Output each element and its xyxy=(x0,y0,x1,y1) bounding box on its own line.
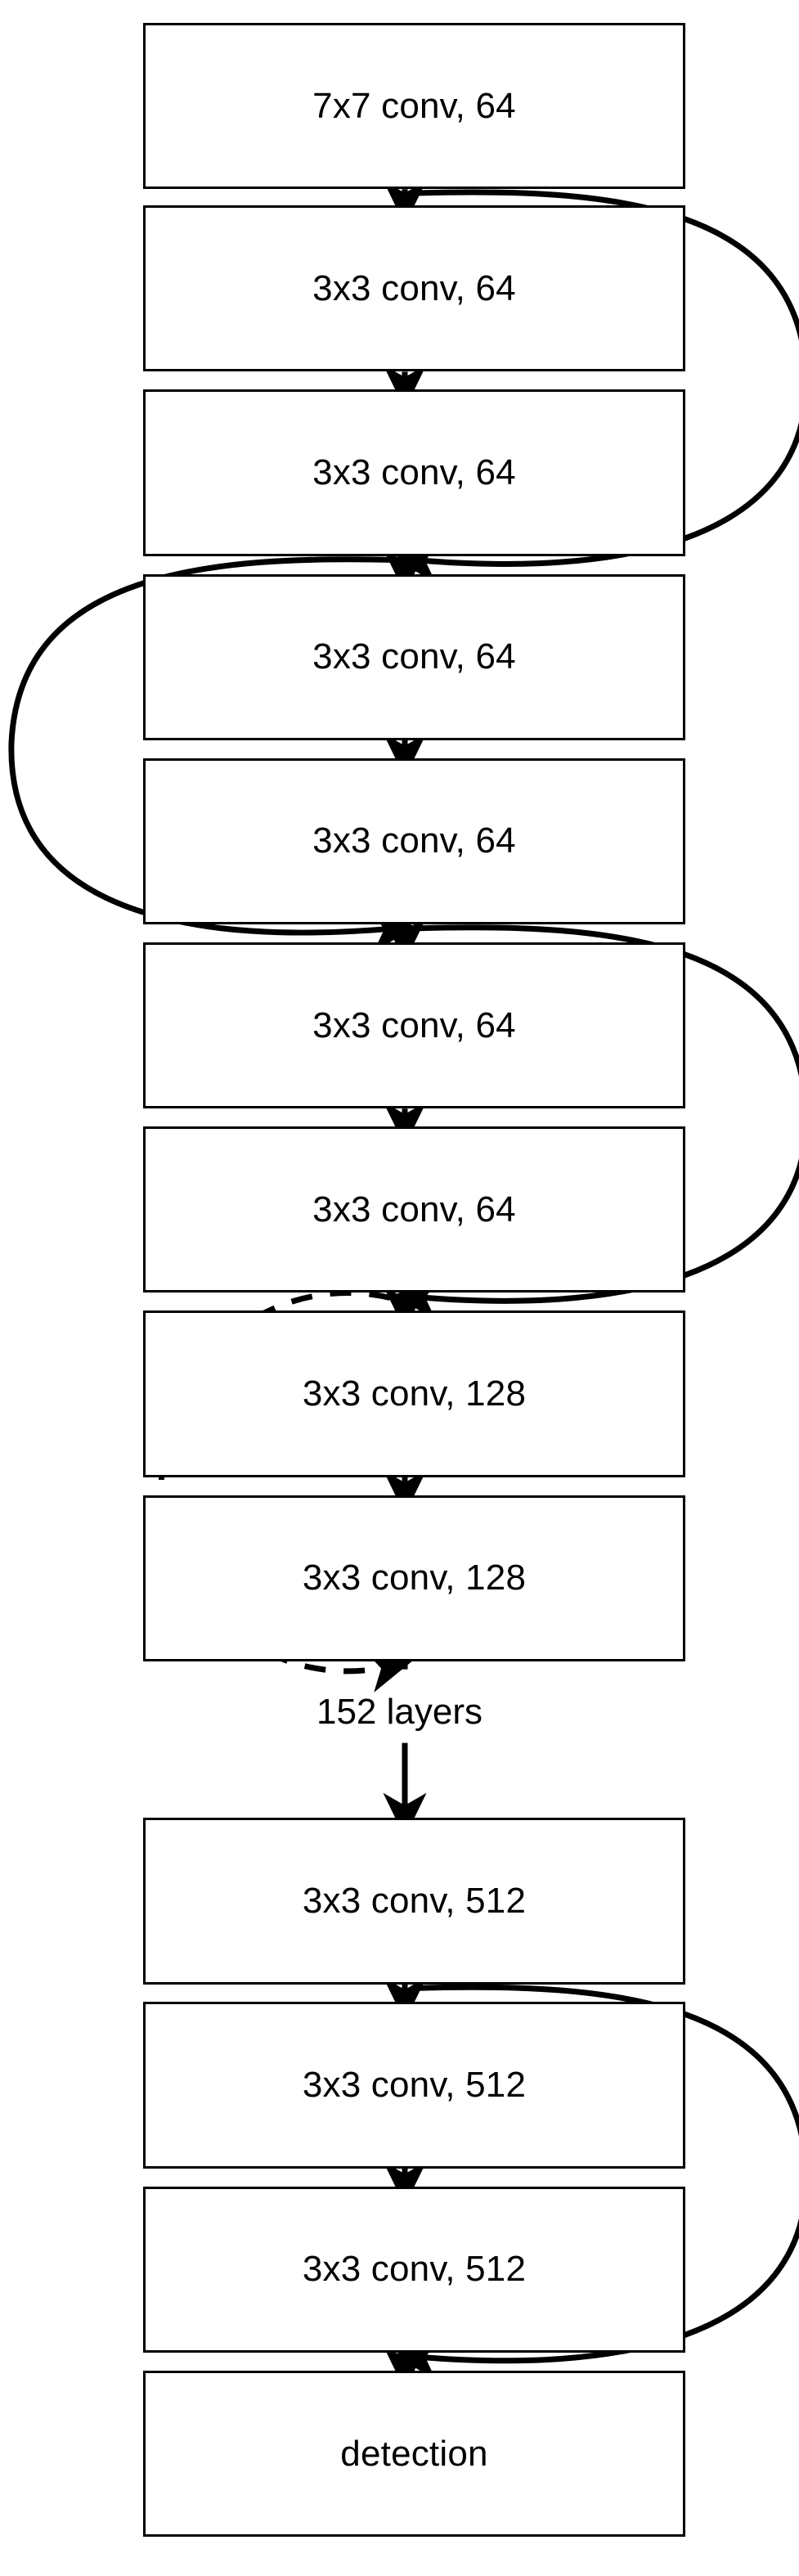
node-label: 3x3 conv, 128 xyxy=(302,1558,527,1598)
node-conv-6[interactable]: 3x3 conv, 64 xyxy=(143,942,685,1109)
node-label: 3x3 conv, 128 xyxy=(302,1373,527,1414)
skip-connection-n5-n7 xyxy=(393,924,799,1321)
node-label: 3x3 conv, 64 xyxy=(312,636,516,677)
node-conv-9[interactable]: 3x3 conv, 128 xyxy=(143,1495,685,1661)
node-label: 3x3 conv, 512 xyxy=(302,1880,527,1921)
node-conv-12[interactable]: 3x3 conv, 512 xyxy=(143,2186,685,2353)
node-conv-11[interactable]: 3x3 conv, 512 xyxy=(143,2002,685,2169)
node-label: 3x3 conv, 64 xyxy=(312,820,516,861)
node-label: detection xyxy=(340,2433,488,2474)
node-label: 3x3 conv, 64 xyxy=(312,267,516,308)
layer-count-label: 152 layers xyxy=(316,1691,483,1732)
node-conv-4[interactable]: 3x3 conv, 64 xyxy=(143,573,685,740)
skip-connection-n1-n3 xyxy=(393,189,799,584)
node-label: 3x3 conv, 64 xyxy=(312,1189,516,1230)
node-label: 3x3 conv, 512 xyxy=(302,2065,527,2106)
node-conv-2[interactable]: 3x3 conv, 64 xyxy=(143,205,685,372)
node-conv-10[interactable]: 3x3 conv, 512 xyxy=(143,1818,685,1985)
node-conv-3[interactable]: 3x3 conv, 64 xyxy=(143,389,685,556)
node-conv-8[interactable]: 3x3 conv, 128 xyxy=(143,1310,685,1477)
skip-connection-n3-n5 xyxy=(8,556,416,952)
node-detection[interactable]: detection xyxy=(143,2370,685,2538)
node-conv-1[interactable]: 7x7 conv, 64 xyxy=(143,22,685,190)
node-label: 3x3 conv, 512 xyxy=(302,2249,527,2290)
skip-connection-n10-n12 xyxy=(393,1984,799,2380)
node-label: 7x7 conv, 64 xyxy=(312,85,516,126)
node-label: 3x3 conv, 64 xyxy=(312,452,516,492)
node-conv-5[interactable]: 3x3 conv, 64 xyxy=(143,758,685,925)
node-conv-7[interactable]: 3x3 conv, 64 xyxy=(143,1126,685,1293)
node-label: 3x3 conv, 64 xyxy=(312,1005,516,1045)
